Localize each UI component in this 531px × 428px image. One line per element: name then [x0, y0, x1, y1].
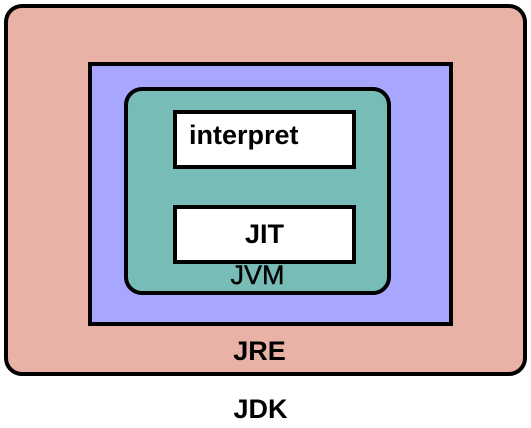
jvm-label: JVM: [230, 260, 285, 290]
jdk-label-container: JDK: [0, 396, 531, 423]
interpret-box: interpret: [173, 110, 356, 169]
jit-box: JIT: [173, 205, 356, 264]
jvm-label-container: JVM: [0, 260, 531, 290]
jdk-label: JDK: [233, 394, 288, 424]
jre-label: JRE: [233, 336, 286, 366]
jre-label-container: JRE: [0, 338, 531, 365]
jit-label: JIT: [244, 219, 284, 249]
interpret-label: interpret: [189, 120, 299, 150]
